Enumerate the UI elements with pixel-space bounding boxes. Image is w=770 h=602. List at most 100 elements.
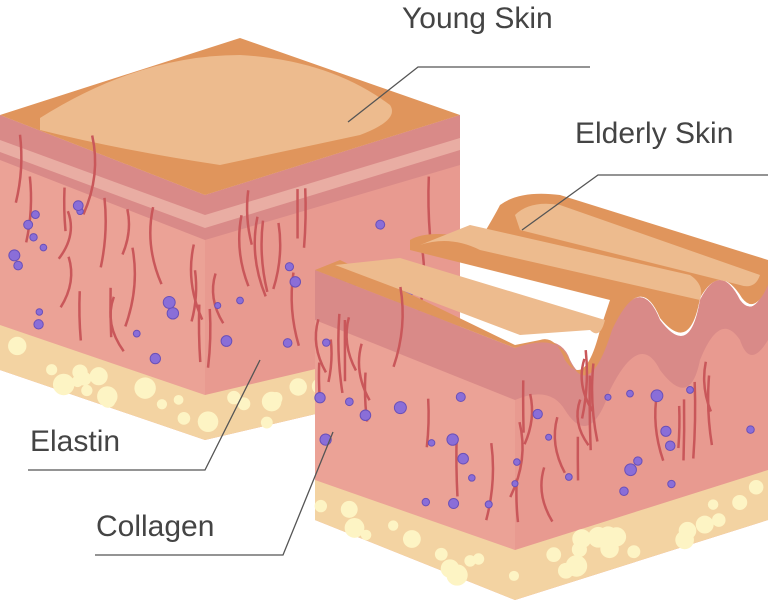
fat-cell xyxy=(600,539,619,559)
collagen-fiber xyxy=(455,435,459,497)
collagen-fiber xyxy=(314,318,328,373)
fat-cell xyxy=(546,547,562,563)
collagen-fiber xyxy=(392,286,404,368)
elastin-dot xyxy=(39,243,48,252)
collagen-fiber xyxy=(237,215,250,287)
elastin-dot xyxy=(393,401,407,415)
fat-cell xyxy=(46,364,58,376)
collagen-fiber xyxy=(590,363,599,442)
fat-cell xyxy=(340,500,358,518)
collagen-fiber xyxy=(197,304,202,363)
elastin-dot xyxy=(35,308,44,316)
elastin-dot xyxy=(626,389,634,398)
elastin-dot xyxy=(289,276,302,288)
elastin-dot xyxy=(33,319,44,330)
fat-cell xyxy=(314,499,328,513)
collagen-fiber xyxy=(706,375,714,446)
collagen-fiber xyxy=(345,317,358,372)
fat-cell xyxy=(89,367,108,386)
elastin-dot xyxy=(457,452,469,465)
collagen-leader-line xyxy=(95,431,334,556)
collagen-fiber xyxy=(576,399,590,446)
collagen-fiber xyxy=(588,375,592,451)
elastin-dot xyxy=(375,219,386,230)
collagen-fiber xyxy=(82,135,97,215)
collagen-fiber xyxy=(485,442,495,521)
collagen-fiber xyxy=(14,134,23,203)
collagen-fiber xyxy=(124,247,137,327)
collagen-fiber xyxy=(24,176,33,243)
collagen-fiber xyxy=(302,188,307,248)
elastin-dot xyxy=(446,433,459,446)
fat-cell xyxy=(52,373,75,396)
elastin-dot xyxy=(686,386,694,394)
elastin-dot xyxy=(214,302,222,310)
elastin-dot xyxy=(359,409,372,422)
fat-cell xyxy=(269,391,283,405)
fat-cell xyxy=(748,479,764,495)
elastin-dot xyxy=(72,200,84,212)
elastin-dot xyxy=(564,473,573,481)
fat-cell xyxy=(197,411,219,432)
elastin-dot xyxy=(344,397,354,407)
elastin-dot xyxy=(650,389,664,403)
fat-cell xyxy=(260,416,273,429)
collagen-fiber xyxy=(121,208,131,255)
elastin-dot xyxy=(624,463,637,477)
young-skin-leader-line xyxy=(347,66,590,123)
fat-cell xyxy=(440,559,460,578)
fat-cell xyxy=(289,378,307,396)
elastin-dot xyxy=(162,295,176,309)
collagen-label: Collagen xyxy=(96,510,215,543)
fat-cell xyxy=(678,521,697,540)
collagen-fiber xyxy=(553,416,566,474)
collagen-fiber xyxy=(109,296,125,352)
elastin-dot xyxy=(448,498,460,510)
collagen-fiber xyxy=(425,398,430,448)
fat-cell xyxy=(360,529,372,541)
fat-cell xyxy=(71,375,84,388)
collagen-fiber xyxy=(149,206,163,285)
collagen-fiber xyxy=(677,405,681,449)
collagen-fiber xyxy=(57,210,73,260)
collagen-fiber xyxy=(509,421,524,498)
elastin-dot xyxy=(314,392,326,404)
fat-cell xyxy=(695,515,714,534)
fat-cell xyxy=(707,499,719,510)
elastin-dot xyxy=(511,480,519,488)
elastin-dot xyxy=(23,219,34,230)
elastin-dot xyxy=(619,486,629,496)
elastin-dot xyxy=(746,425,755,434)
fat-cell xyxy=(237,397,251,411)
elastin-dot xyxy=(660,425,672,437)
fat-cell xyxy=(344,518,365,538)
collagen-fiber xyxy=(78,291,83,341)
elastin-dot xyxy=(633,456,643,466)
fat-cell xyxy=(156,399,168,410)
collagen-fiber xyxy=(523,393,534,445)
collagen-fiber xyxy=(62,187,67,232)
fat-cell xyxy=(402,530,421,548)
collagen-fiber xyxy=(427,176,432,237)
elastin-dot xyxy=(427,439,436,447)
fat-cell xyxy=(508,570,520,581)
fat-cell xyxy=(8,336,27,356)
fat-cell xyxy=(434,547,448,561)
fat-cell xyxy=(388,520,399,531)
elastin-dot xyxy=(149,352,161,365)
elastin-dot xyxy=(282,338,293,348)
collagen-fiber xyxy=(327,339,333,383)
elderly-skin-leader-line xyxy=(521,174,768,231)
elastin-dot xyxy=(604,393,612,401)
collagen-fiber xyxy=(245,190,253,245)
elastin-dot xyxy=(284,262,295,272)
elastin-dot xyxy=(664,440,676,452)
elastin-dot xyxy=(132,329,141,338)
collagen-fiber xyxy=(190,270,198,322)
fat-cell xyxy=(571,541,587,558)
elastin-dot xyxy=(545,433,553,441)
fat-cell xyxy=(627,545,641,559)
elastin-dot xyxy=(29,233,38,242)
